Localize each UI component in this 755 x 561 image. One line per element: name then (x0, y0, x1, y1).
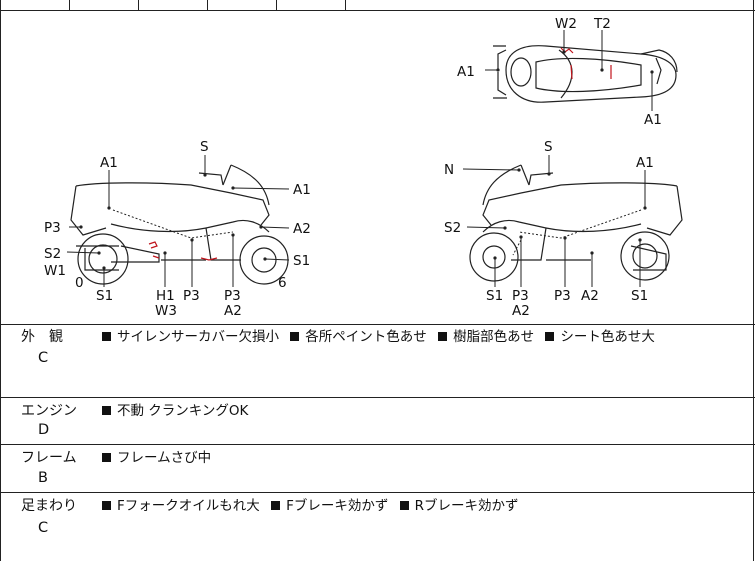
section-notes: Fフォークオイルもれ大 Fブレーキ効かず Rブレーキ効かず (102, 497, 526, 515)
bullet-square-icon (102, 332, 111, 341)
bullet-square-icon (102, 406, 111, 415)
right-view-scooter (469, 164, 683, 282)
right-label: S1 (631, 288, 648, 304)
right-label: S2 (444, 220, 461, 236)
left-label: W3 (155, 303, 177, 319)
note-item: 不動 クランキングOK (117, 403, 249, 419)
bullet-square-icon (290, 332, 300, 341)
bullet-square-icon (438, 332, 448, 341)
left-label: S (200, 139, 209, 155)
left-label: A1 (100, 155, 118, 171)
note-item: 樹脂部色あせ (453, 329, 535, 345)
strip-divider (276, 0, 277, 10)
section-notes: フレームさび中 (102, 449, 218, 467)
scooter-diagram-svg: A1 W2 T2 A1 A1 S A1 P3 A2 S2 W1 S1 0 S1 … (44, 16, 683, 319)
top-label: W2 (555, 16, 577, 32)
damage-diagram: A1 W2 T2 A1 A1 S A1 P3 A2 S2 W1 S1 0 S1 … (1, 10, 755, 325)
right-label: S1 (486, 288, 503, 304)
section-notes: 不動 クランキングOK (102, 402, 255, 420)
top-label: T2 (593, 16, 611, 32)
left-label: P3 (44, 220, 61, 236)
right-label: A1 (636, 155, 654, 171)
top-view-scooter (493, 45, 678, 103)
section-grade: B (38, 470, 48, 486)
bullet-square-icon (102, 501, 111, 510)
left-label: P3 (224, 288, 241, 304)
left-label: 0 (75, 275, 84, 291)
section-frame: フレーム B フレームさび中 (1, 445, 755, 493)
section-category: エンジン (21, 403, 77, 419)
section-engine: エンジン D 不動 クランキングOK (1, 398, 755, 445)
top-label: A1 (644, 112, 662, 128)
bullet-square-icon (545, 332, 555, 341)
right-label: S (544, 139, 553, 155)
left-label: W1 (44, 263, 66, 279)
section-category: フレーム (21, 450, 77, 466)
bullet-square-icon (102, 453, 111, 462)
section-suspension: 足まわり C Fフォークオイルもれ大 Fブレーキ効かず Rブレーキ効かず (1, 493, 755, 561)
left-label: A2 (224, 303, 242, 319)
section-exterior: 外 観 C サイレンサーカバー欠損小 各所ペイント色あせ 樹脂部色あせ シート色… (1, 324, 755, 398)
strip-divider (207, 0, 208, 10)
top-label: A1 (457, 64, 475, 80)
section-grade: C (38, 520, 49, 536)
top-table-strip (1, 0, 755, 11)
left-label: P3 (183, 288, 200, 304)
left-label: H1 (156, 288, 175, 304)
left-label: S1 (96, 288, 113, 304)
section-notes: サイレンサーカバー欠損小 各所ペイント色あせ 樹脂部色あせ シート色あせ大 (102, 328, 662, 346)
left-label: A2 (293, 221, 311, 237)
bullet-square-icon (399, 501, 409, 510)
note-item: フレームさび中 (117, 450, 212, 466)
section-category: 外 観 (21, 329, 63, 345)
left-label: 6 (278, 275, 287, 291)
strip-divider (345, 0, 346, 10)
section-grade: C (38, 350, 49, 366)
note-item: Rブレーキ効かず (414, 498, 519, 514)
left-view-scooter (70, 164, 289, 285)
right-label: A2 (512, 303, 530, 319)
strip-divider (69, 0, 70, 10)
note-item: シート色あせ大 (560, 329, 655, 345)
note-item: Fブレーキ効かず (286, 498, 389, 514)
right-label: A2 (581, 288, 599, 304)
note-item: サイレンサーカバー欠損小 (117, 329, 279, 345)
note-item: 各所ペイント色あせ (305, 329, 427, 345)
left-label: A1 (293, 182, 311, 198)
bullet-square-icon (271, 501, 281, 510)
left-label: S2 (44, 246, 61, 262)
right-label: P3 (554, 288, 571, 304)
strip-divider (138, 0, 139, 10)
right-label: P3 (512, 288, 529, 304)
right-label: N (444, 162, 454, 178)
note-item: Fフォークオイルもれ大 (117, 498, 260, 514)
section-grade: D (38, 422, 50, 438)
section-category: 足まわり (21, 498, 77, 514)
left-label: S1 (293, 253, 310, 269)
damage-marks (148, 47, 612, 261)
